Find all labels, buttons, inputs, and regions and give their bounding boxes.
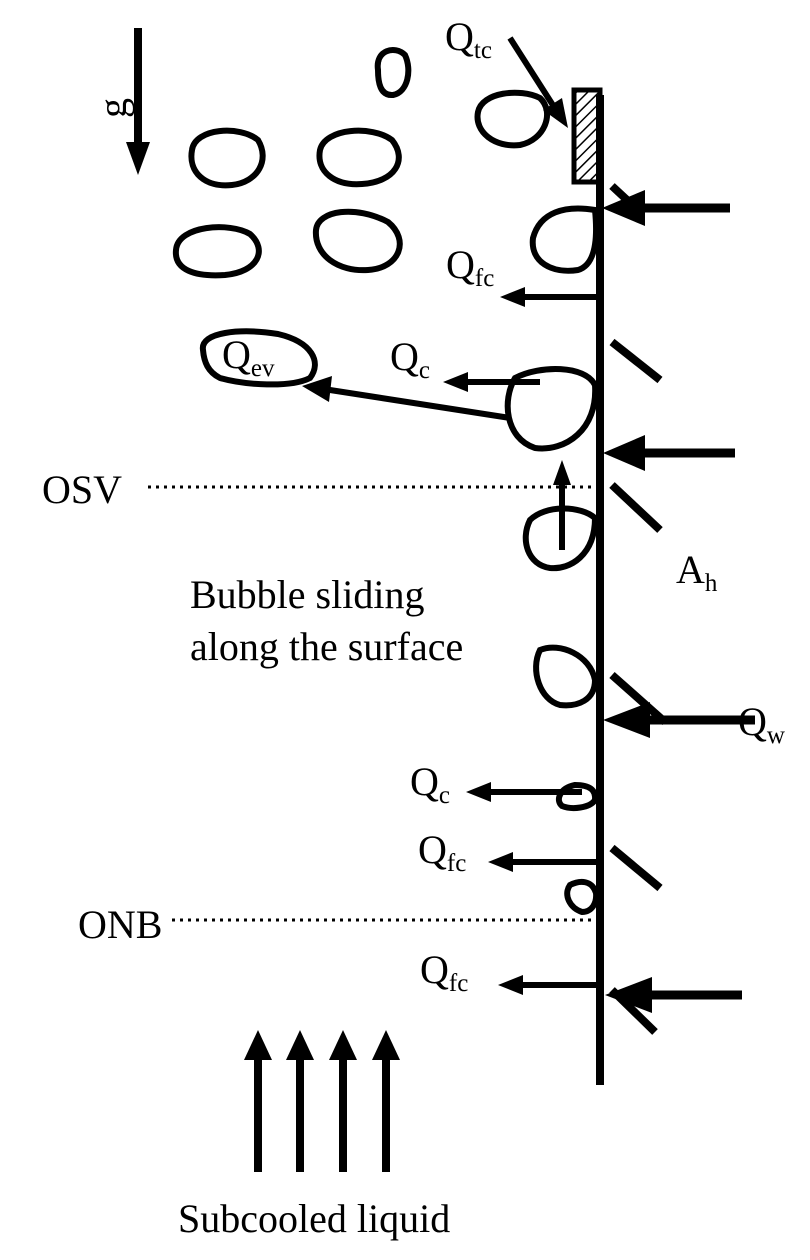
subcooled-liquid-label: Subcooled liquid xyxy=(178,1196,450,1241)
bubble xyxy=(564,878,600,916)
gravity-label: g xyxy=(90,98,135,118)
q-tc-leader xyxy=(507,36,568,128)
thermocouple-block xyxy=(571,87,603,185)
q-w-label: Qw xyxy=(738,699,785,749)
gravity-arrow xyxy=(126,28,150,175)
a-h-label: Ah xyxy=(676,547,718,597)
q-ev-arrow xyxy=(302,376,511,421)
sliding-caption-line1: Bubble sliding xyxy=(190,572,424,617)
wall-bubbles xyxy=(504,205,600,916)
q-c-top-label: Qc xyxy=(390,334,430,384)
q-fc-top-arrow xyxy=(500,287,598,307)
wall-heat-arrows xyxy=(602,190,755,1013)
q-tc-label: Qtc xyxy=(445,14,492,64)
bubble xyxy=(188,127,266,189)
bubble xyxy=(172,224,262,279)
sliding-caption-line2: along the surface xyxy=(190,624,463,669)
q-fc-bottom-arrow xyxy=(498,975,598,995)
surface-hatch-marks xyxy=(609,183,668,1035)
q-fc-mid-arrow xyxy=(488,852,598,872)
q-fc-top-label: Qfc xyxy=(446,242,494,292)
osv-label: OSV xyxy=(42,467,122,512)
q-fc-bottom-label: Qfc xyxy=(420,947,468,997)
q-c-bottom-arrow xyxy=(466,782,582,802)
bubble xyxy=(555,781,599,811)
bubble xyxy=(533,644,599,709)
bubble xyxy=(312,208,403,274)
subcooled-flow-arrows xyxy=(244,1030,400,1172)
q-c-top-arrow xyxy=(443,372,540,392)
q-ev-label: Qev xyxy=(222,332,275,382)
bulk-bubbles xyxy=(172,47,551,279)
bubble xyxy=(316,127,402,188)
q-c-bottom-label: Qc xyxy=(410,759,450,809)
bubble xyxy=(474,89,551,149)
bubble xyxy=(529,205,600,274)
onb-label: ONB xyxy=(78,902,162,947)
bubble-rise-arrow xyxy=(553,460,571,550)
q-fc-mid-label: Qfc xyxy=(418,827,466,877)
evaporation-bubble xyxy=(199,328,318,388)
bubble xyxy=(374,47,412,98)
bubble xyxy=(504,366,599,452)
